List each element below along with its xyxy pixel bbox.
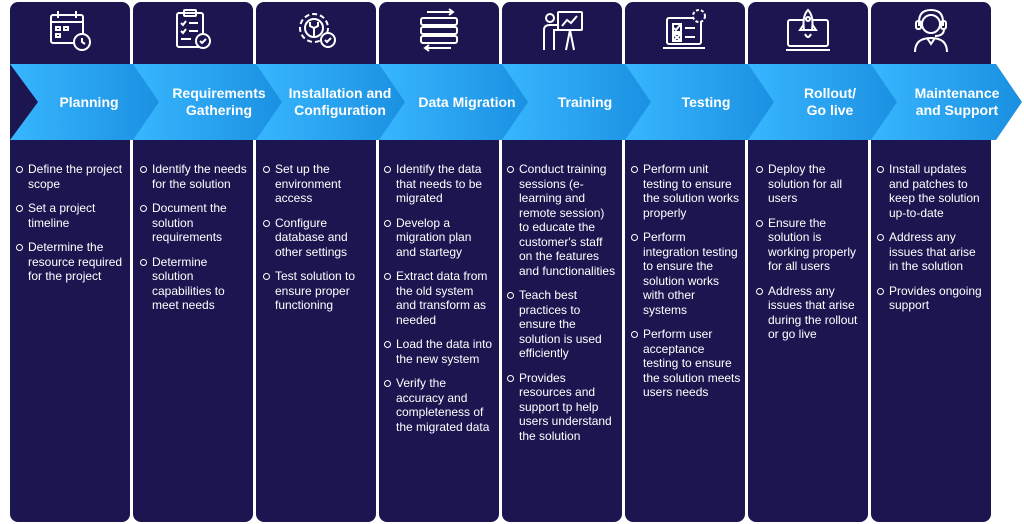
list-item: Configure database and other settings	[263, 216, 373, 260]
list-item: Perform user acceptance testing to ensur…	[631, 327, 741, 400]
list-item: Ensure the solution is working properly …	[756, 216, 866, 274]
testing-checklist-icon	[625, 6, 745, 56]
presentation-board-icon	[502, 6, 622, 56]
list-item: Address any issues that arise during the…	[756, 284, 866, 342]
list-item: Perform integration testing to ensure th…	[631, 230, 741, 317]
planning-items: Define the project scope Set a project t…	[16, 162, 126, 294]
list-item: Determine solution capabilities to meet …	[140, 255, 250, 313]
list-item: Provides resources and support tp help u…	[507, 371, 617, 444]
testing-items: Perform unit testing to ensure the solut…	[631, 162, 741, 410]
list-item: Develop a migration plan and startegy	[384, 216, 494, 260]
list-item: Set a project timeline	[16, 201, 126, 230]
list-item: Perform unit testing to ensure the solut…	[631, 162, 741, 220]
step-title-testing: Testing	[681, 93, 731, 110]
list-item: Install updates and patches to keep the …	[877, 162, 987, 220]
list-item: Extract data from the old system and tra…	[384, 269, 494, 327]
database-transfer-icon	[379, 6, 499, 56]
rocket-launch-icon	[748, 6, 868, 56]
list-item: Test solution to ensure proper functioni…	[263, 269, 373, 313]
list-item: Teach best practices to ensure the solut…	[507, 288, 617, 361]
step-title-installation: Installation and Configuration	[288, 85, 392, 118]
list-item: Identify the needs for the solution	[140, 162, 250, 191]
step-title-maintenance: Maintenance and Support	[914, 85, 1000, 118]
step-title-planning: Planning	[59, 93, 119, 110]
list-item: Identify the data that needs to be migra…	[384, 162, 494, 206]
step-title-rollout: Rollout/ Go live	[803, 85, 857, 118]
list-item: Set up the environment access	[263, 162, 373, 206]
step-title-training: Training	[557, 93, 613, 110]
step-title-requirements: Requirements Gathering	[172, 85, 266, 118]
list-item: Define the project scope	[16, 162, 126, 191]
training-items: Conduct training sessions (e-learning an…	[507, 162, 617, 453]
requirements-items: Identify the needs for the solution Docu…	[140, 162, 250, 323]
list-item: Verify the accuracy and completeness of …	[384, 376, 494, 434]
list-item: Address any issues that arise in the sol…	[877, 230, 987, 274]
clipboard-checklist-icon	[133, 6, 253, 56]
maintenance-items: Install updates and patches to keep the …	[877, 162, 987, 323]
list-item: Determine the resource required for the …	[16, 240, 126, 284]
calendar-clock-icon	[10, 6, 130, 56]
installation-items: Set up the environment access Configure …	[263, 162, 373, 323]
data-migration-items: Identify the data that needs to be migra…	[384, 162, 494, 444]
list-item: Load the data into the new system	[384, 337, 494, 366]
list-item: Provides ongoing support	[877, 284, 987, 313]
list-item: Document the solution requirements	[140, 201, 250, 245]
list-item: Deploy the solution for all users	[756, 162, 866, 206]
rollout-items: Deploy the solution for all users Ensure…	[756, 162, 866, 352]
step-title-data-migration: Data Migration	[418, 93, 516, 110]
list-item: Conduct training sessions (e-learning an…	[507, 162, 617, 278]
headset-support-icon	[871, 6, 991, 56]
gear-wrench-icon	[256, 6, 376, 56]
